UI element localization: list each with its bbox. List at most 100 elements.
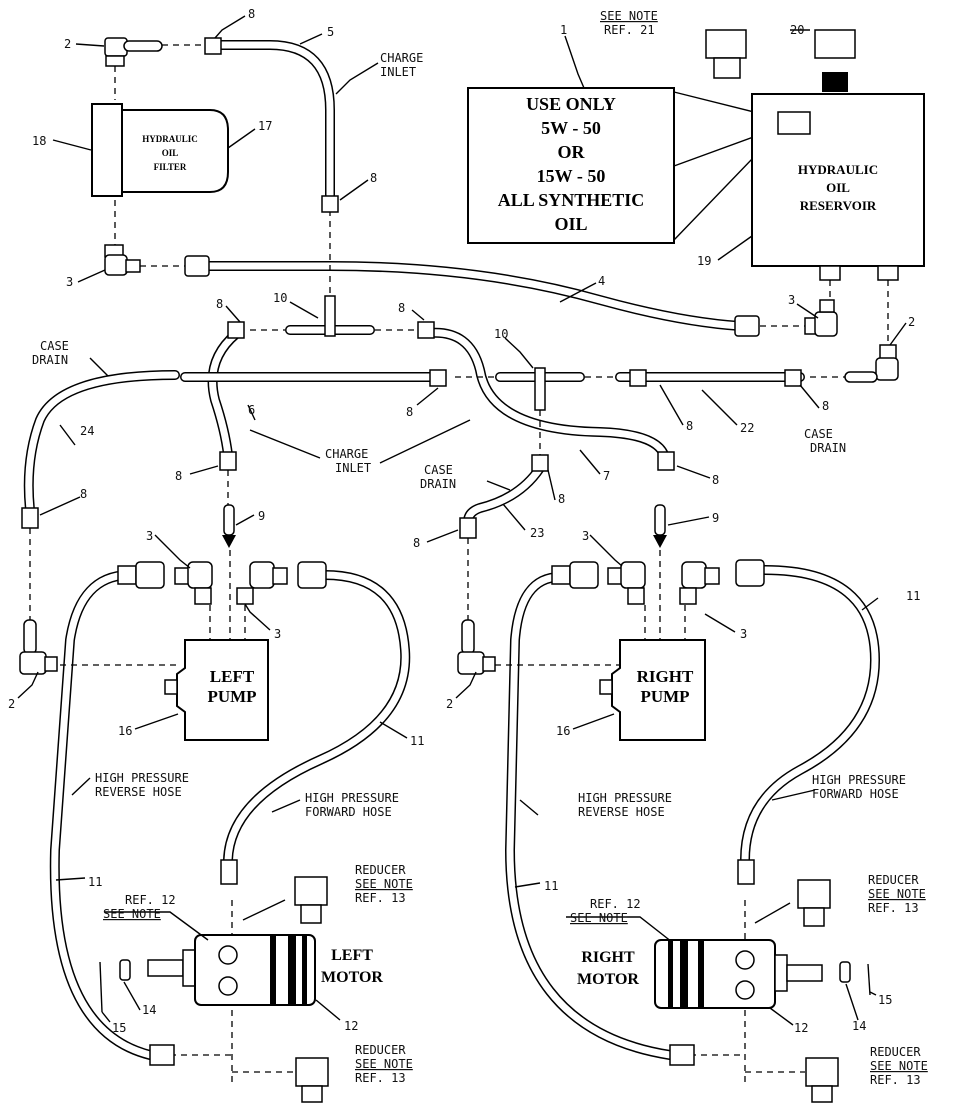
fitting-hose4-left xyxy=(184,255,210,277)
charge-inlet-top-line2: INLET xyxy=(380,65,416,79)
left-motor: LEFT MOTOR xyxy=(147,934,383,1006)
reducer-lb-line2: SEE NOTE xyxy=(355,1057,413,1071)
callout-15-left: 15 xyxy=(112,1021,126,1035)
note-line5: ALL SYNTHETIC xyxy=(498,190,645,210)
case-drain-23-line2: DRAIN xyxy=(420,477,456,491)
callout-6: 6 xyxy=(248,403,255,417)
hose-5-charge-inlet xyxy=(213,40,335,200)
callout-2-right: 2 xyxy=(908,315,915,329)
right-pump-line2: PUMP xyxy=(640,687,689,706)
reducer-lb-line3: REF. 13 xyxy=(355,1071,406,1085)
callout-19: 19 xyxy=(697,254,711,268)
note-line1: USE ONLY xyxy=(526,94,616,114)
ref12-left-line2: SEE NOTE xyxy=(103,907,161,921)
reservoir-line3: RESERVOIR xyxy=(800,198,877,213)
reducer-left-top xyxy=(294,876,328,924)
reducer-rb-line3: REF. 13 xyxy=(870,1073,921,1087)
callout-10-left: 10 xyxy=(273,291,287,305)
callout-8-i: 8 xyxy=(80,487,87,501)
callout-11-rr: 11 xyxy=(544,879,558,893)
callout-5: 5 xyxy=(327,25,334,39)
reducer-lt-line1: REDUCER xyxy=(355,863,406,877)
oil-note-box: USE ONLY 5W - 50 OR 15W - 50 ALL SYNTHET… xyxy=(467,87,675,244)
right-pump-line1: RIGHT xyxy=(637,667,694,686)
charge-inlet-top-line1: CHARGE xyxy=(380,51,423,65)
fitting-8-a xyxy=(227,321,245,339)
see-note-top-line1: SEE NOTE xyxy=(600,9,658,23)
callout-17: 17 xyxy=(258,119,272,133)
callout-24: 24 xyxy=(80,424,94,438)
fitting-see-note-ref21 xyxy=(705,29,747,79)
fitting-8-c xyxy=(429,369,447,387)
hydraulic-oil-filter: HYDRAULIC OIL FILTER xyxy=(91,103,229,197)
hose-24-case-drain xyxy=(23,370,180,515)
callout-3-lp-a: 3 xyxy=(146,529,153,543)
case-drain-left-line2: DRAIN xyxy=(32,353,68,367)
callout-8-f: 8 xyxy=(175,469,182,483)
callout-12-right: 12 xyxy=(794,1021,808,1035)
note-line2: 5W - 50 xyxy=(541,118,601,138)
reducer-right-bottom xyxy=(805,1057,839,1103)
hp-forward-left-line1: HIGH PRESSURE xyxy=(305,791,399,805)
hydraulic-oil-reservoir: HYDRAULIC OIL RESERVOIR xyxy=(751,93,925,281)
reservoir-line1: HYDRAULIC xyxy=(798,162,878,177)
hose-23-case-drain xyxy=(463,463,545,527)
charge-inlet-mid-line1: CHARGE xyxy=(325,447,368,461)
callout-12-left: 12 xyxy=(344,1019,358,1033)
callout-23: 23 xyxy=(530,526,544,540)
callout-20: 20 xyxy=(790,23,804,37)
reducer-lt-line2: SEE NOTE xyxy=(355,877,413,891)
ref12-left-line1: REF. 12 xyxy=(125,893,176,907)
fittings xyxy=(19,29,899,1103)
ref12-right-line2: SEE NOTE xyxy=(570,911,628,925)
callout-3-rp-a: 3 xyxy=(582,529,589,543)
check-valve-9-left xyxy=(222,504,236,548)
tee-10-left-stem xyxy=(324,295,336,337)
reducer-left-bottom xyxy=(295,1057,329,1103)
elbow-fitting-3-reservoir xyxy=(804,299,838,337)
labels: 2 8 5 CHARGE INLET 18 17 8 3 1 SEE NOTE … xyxy=(8,7,928,1087)
fitting-8-j xyxy=(459,517,477,539)
callout-3-filter: 3 xyxy=(66,275,73,289)
elbow-fitting-3-filter xyxy=(104,244,141,276)
right-motor: RIGHT MOTOR xyxy=(577,939,823,1009)
right-pump-fittings xyxy=(551,559,765,605)
right-motor-line1: RIGHT xyxy=(581,949,635,966)
callout-8-c: 8 xyxy=(406,405,413,419)
ref12-right-line1: REF. 12 xyxy=(590,897,641,911)
callout-3-lp-b: 3 xyxy=(274,627,281,641)
reducer-rt-line2: SEE NOTE xyxy=(868,887,926,901)
callout-9-left: 9 xyxy=(258,509,265,523)
filter-adapter-18 xyxy=(91,103,123,197)
reservoir-line2: OIL xyxy=(826,180,850,195)
right-motor-hose-end-bottom xyxy=(669,1044,695,1066)
callout-2-rp: 2 xyxy=(446,697,453,711)
callout-3-rp-b: 3 xyxy=(740,627,747,641)
right-pump: RIGHT PUMP xyxy=(599,639,706,741)
reducer-rb-line2: SEE NOTE xyxy=(870,1059,928,1073)
note-line6: OIL xyxy=(554,214,587,234)
callout-2-top: 2 xyxy=(64,37,71,51)
callout-11-lr: 11 xyxy=(88,875,102,889)
hp-reverse-right-line1: HIGH PRESSURE xyxy=(578,791,672,805)
callout-8-charge: 8 xyxy=(370,171,377,185)
callout-11-rf: 11 xyxy=(906,589,920,603)
callout-16-left: 16 xyxy=(118,724,132,738)
pin-15-right xyxy=(867,963,871,996)
callout-7: 7 xyxy=(603,469,610,483)
right-hp-forward-hose xyxy=(740,565,881,865)
reservoir-decal xyxy=(777,111,811,135)
charge-inlet-mid-line2: INLET xyxy=(335,461,371,475)
callout-8-h: 8 xyxy=(712,473,719,487)
reducer-rb-line1: REDUCER xyxy=(870,1045,921,1059)
reducer-right-top xyxy=(797,879,831,927)
reducer-lt-line3: REF. 13 xyxy=(355,891,406,905)
left-pump-fittings xyxy=(117,561,327,605)
callout-16-right: 16 xyxy=(556,724,570,738)
hp-forward-left-line2: FORWARD HOSE xyxy=(305,805,392,819)
filter-line3: FILTER xyxy=(154,162,187,172)
hp-forward-right-line2: FORWARD HOSE xyxy=(812,787,899,801)
left-pump-line2: PUMP xyxy=(207,687,256,706)
fitting-8-h xyxy=(657,451,675,471)
